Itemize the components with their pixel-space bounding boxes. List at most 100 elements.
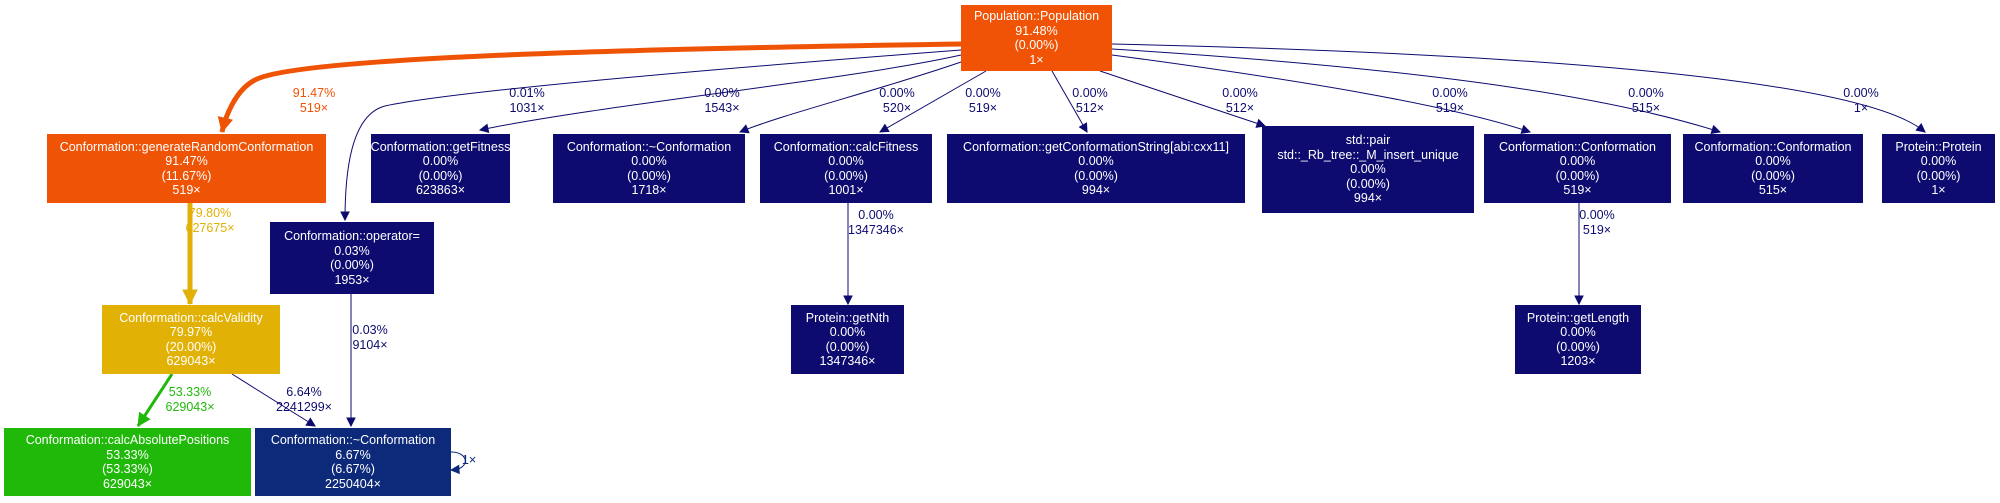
node-calls: 629043× bbox=[166, 354, 216, 368]
edge-calls: 512× bbox=[1225, 100, 1255, 115]
edge-pct: 0.00% bbox=[704, 86, 740, 100]
node-total: 0.00% bbox=[1350, 162, 1386, 177]
edge-calls: 627675× bbox=[185, 220, 235, 235]
edge-calls: 519× bbox=[299, 100, 329, 115]
edge-label-valid-dtor: 6.64%2241299× bbox=[276, 385, 332, 414]
edge-pct: 91.47% bbox=[292, 86, 336, 100]
node-name: Protein::getLength bbox=[1526, 310, 1630, 325]
node-self: (11.67%) bbox=[161, 168, 212, 183]
node-total: 0.00% bbox=[1755, 154, 1791, 168]
edge-pct: 0.00% bbox=[1843, 86, 1879, 100]
node-total: 0.00% bbox=[829, 325, 866, 339]
edge-arrowhead bbox=[340, 211, 350, 222]
node-calls: 515× bbox=[1758, 183, 1788, 197]
node-calls: 1718× bbox=[631, 183, 667, 197]
node-name: Conformation::calcFitness bbox=[773, 139, 919, 154]
edge-valid-dtor bbox=[231, 373, 316, 427]
edge-label-valid-abspos: 53.33%629043× bbox=[165, 385, 214, 414]
edge-arrowhead bbox=[346, 417, 356, 428]
edge-label-dtor-self: 1× bbox=[462, 453, 476, 468]
node-name2: std::_Rb_tree::_M_insert_unique bbox=[1277, 147, 1459, 162]
node-self: (0.00%) bbox=[418, 168, 463, 183]
node-calls: 1347346× bbox=[819, 354, 876, 368]
node-calls: 1× bbox=[1931, 183, 1946, 197]
edge-label-gen-valid: 79.80%627675× bbox=[185, 206, 234, 235]
edge-label-pop-stdpair: 0.00%512× bbox=[1222, 86, 1257, 115]
node-total: 0.00% bbox=[1078, 154, 1114, 168]
node-total: 6.67% bbox=[335, 447, 371, 462]
edge-label-pop-gen: 91.47%519× bbox=[293, 86, 335, 115]
edge-pop-getconf bbox=[1051, 70, 1088, 133]
node-calls: 629043× bbox=[102, 476, 152, 491]
node-total: 0.00% bbox=[1560, 325, 1596, 339]
edge-pct: 53.33% bbox=[168, 385, 212, 399]
edge-label-pop-dtor: 0.00%520× bbox=[879, 86, 914, 115]
edge-arrowhead bbox=[1915, 122, 1926, 133]
edge-calls: 9104× bbox=[352, 337, 388, 352]
edge-pct: 0.00% bbox=[1222, 86, 1258, 100]
node-calls: 519× bbox=[1563, 183, 1592, 197]
edge-arrowhead bbox=[1255, 118, 1267, 128]
edge-arrowhead bbox=[738, 124, 750, 134]
edge-label-ctor1-getlen: 0.00%519× bbox=[1579, 208, 1614, 237]
node-total: 53.33% bbox=[106, 447, 149, 462]
edge-calls: 515× bbox=[1631, 100, 1661, 115]
edge-pop-stdpair bbox=[1099, 70, 1266, 127]
edge-calls: 629043× bbox=[165, 399, 215, 414]
edge-label-pop-ctor1: 0.00%519× bbox=[1432, 86, 1467, 115]
node-self: (20.00%) bbox=[165, 339, 217, 354]
edge-pct: 6.64% bbox=[286, 385, 322, 399]
edge-calls: 520× bbox=[882, 100, 912, 115]
edge-pct: 0.00% bbox=[1072, 86, 1108, 100]
node-total: 0.03% bbox=[334, 243, 370, 258]
edge-pop-protein bbox=[1111, 43, 1926, 133]
edge-arrowhead bbox=[1574, 295, 1584, 306]
node-total: 0.00% bbox=[631, 154, 667, 168]
node-name: Conformation::~Conformation bbox=[270, 433, 436, 447]
edge-label-pop-ctor2: 0.00%515× bbox=[1628, 86, 1663, 115]
edge-label-pop-opeq: 0.01%1031× bbox=[509, 86, 544, 115]
edge-pct: 0.03% bbox=[352, 323, 388, 337]
node-calls: 623863× bbox=[415, 183, 465, 197]
edge-arrowhead bbox=[879, 123, 890, 133]
edge-arrowhead bbox=[305, 417, 316, 427]
node-name: Conformation::Conformation bbox=[1694, 139, 1852, 154]
node-name: Conformation::calcAbsolutePositions bbox=[25, 433, 230, 447]
node-total: 0.00% bbox=[422, 154, 459, 168]
node-name: Conformation::operator= bbox=[284, 229, 420, 243]
edge-pop-calcfit bbox=[879, 70, 987, 133]
node-total: 79.97% bbox=[169, 325, 213, 339]
edge-pct: 0.00% bbox=[1579, 208, 1615, 222]
node-name: Population::Population bbox=[973, 9, 1100, 23]
edge-arrowhead bbox=[1710, 124, 1722, 135]
edge-pop-dtor bbox=[739, 61, 962, 133]
node-calls: 994× bbox=[1081, 183, 1111, 197]
node-calls: 2250404× bbox=[325, 476, 381, 491]
node-calls: 1203× bbox=[1560, 354, 1596, 368]
edge-label-pop-protein: 0.00%1× bbox=[1843, 86, 1878, 115]
node-name: Conformation::~Conformation bbox=[566, 139, 732, 154]
edge-arrowhead bbox=[217, 116, 233, 134]
node-self: (0.00%) bbox=[1916, 168, 1961, 183]
edge-label-pop-getfit: 0.00%1543× bbox=[704, 86, 739, 115]
edge-pct: 0.00% bbox=[858, 208, 894, 222]
node-self: (0.00%) bbox=[1014, 38, 1059, 52]
node-self: (0.00%) bbox=[824, 168, 868, 183]
edge-pct: 0.00% bbox=[965, 86, 1001, 100]
edge-calls: 1031× bbox=[509, 100, 545, 115]
node-getConfString: Conformation::getConformationString[abi:… bbox=[947, 134, 1245, 203]
edge-arrowhead bbox=[843, 295, 853, 306]
edge-calls: 519× bbox=[1435, 100, 1465, 115]
edge-calls: 519× bbox=[1582, 222, 1612, 237]
edge-pop-opeq bbox=[344, 49, 962, 221]
